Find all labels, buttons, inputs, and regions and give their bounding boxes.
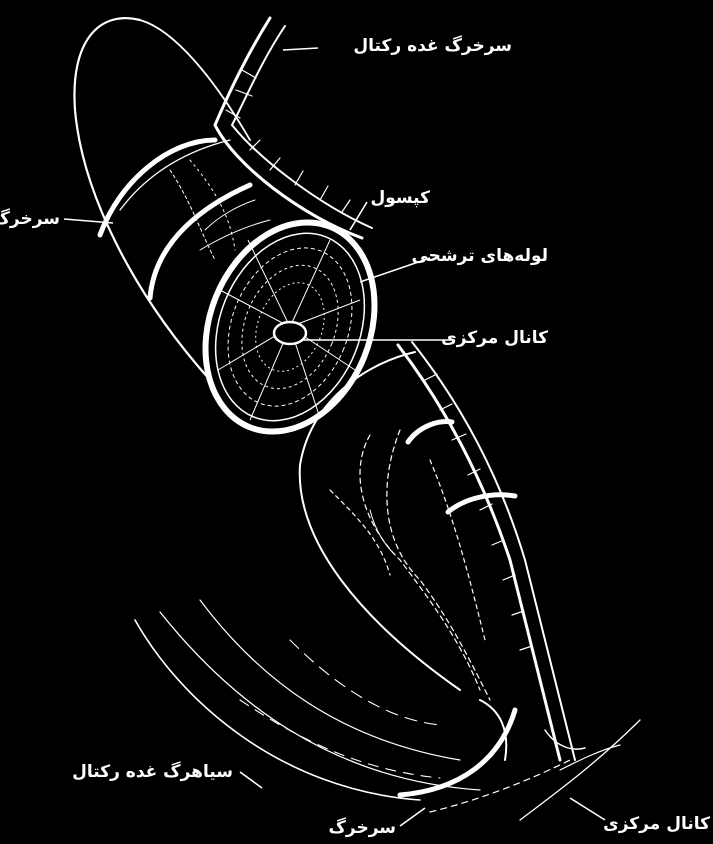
label-central-canal-bottom: کانال مرکزی [603,816,710,833]
label-capsule: کپسول [370,190,430,207]
label-central-canal-mid: کانال مرکزی [441,330,548,347]
label-artery-bottom: سرخرگ [328,820,396,837]
label-rectal-gland-artery: سرخرگ غده رکتال [353,38,512,55]
label-rectal-gland-vein: سیاهرگ غده رکتال [72,764,233,781]
label-secretory-tubules: لوله‌های ترشحی [411,248,548,265]
central-canal-opening [274,322,306,344]
label-artery-left: سرخرگ [0,211,60,228]
